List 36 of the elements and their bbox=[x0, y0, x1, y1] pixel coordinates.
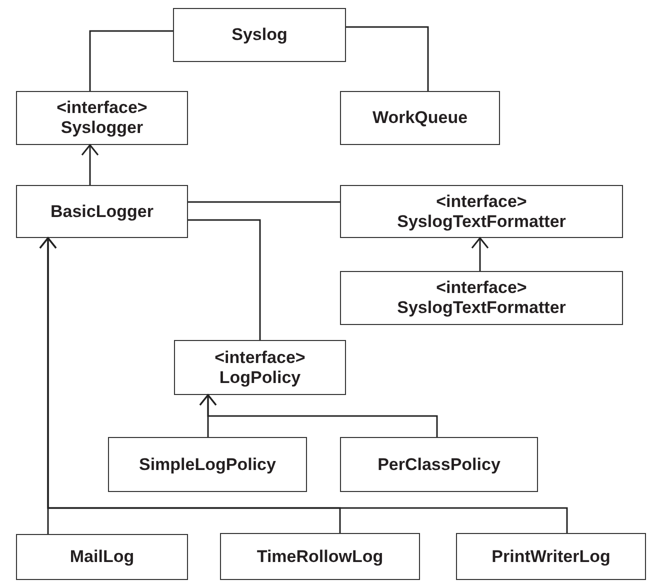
class-name: PrintWriterLog bbox=[492, 546, 610, 566]
class-box bbox=[174, 340, 346, 395]
stereotype-label: <interface> bbox=[214, 348, 306, 368]
class-box bbox=[340, 271, 623, 325]
inheritance-arrow bbox=[471, 237, 489, 271]
stereotype-label: <interface> bbox=[436, 278, 527, 298]
class-box bbox=[16, 534, 188, 580]
class-name: SimpleLogPolicy bbox=[139, 454, 276, 474]
class-box bbox=[456, 533, 646, 580]
inheritance-arrow bbox=[199, 394, 438, 437]
class-box bbox=[340, 437, 538, 492]
class-name: MailLog bbox=[70, 547, 134, 567]
class-name: Syslogger bbox=[60, 118, 144, 138]
class-name: SyslogTextFormatter bbox=[397, 212, 566, 232]
class-box bbox=[220, 533, 420, 580]
class-name: SyslogTextFormatter bbox=[397, 298, 566, 318]
class-box bbox=[108, 437, 307, 492]
stereotype-label: <interface> bbox=[436, 192, 527, 212]
association-line bbox=[89, 30, 173, 91]
class-name: PerClassPolicy bbox=[378, 454, 500, 474]
class-name: LogPolicy bbox=[219, 368, 301, 388]
class-box bbox=[340, 185, 623, 238]
class-name: TimeRollowLog bbox=[256, 546, 384, 566]
class-name: BasicLogger bbox=[50, 202, 154, 222]
class-name: WorkQueue bbox=[372, 108, 468, 128]
association-line bbox=[188, 219, 261, 340]
class-box bbox=[16, 91, 188, 145]
class-box bbox=[173, 8, 346, 62]
class-box bbox=[16, 185, 188, 238]
association-line bbox=[188, 201, 340, 203]
inheritance-arrow bbox=[81, 144, 99, 185]
class-box bbox=[340, 91, 500, 145]
class-name: Syslog bbox=[232, 25, 288, 45]
stereotype-label: <interface> bbox=[56, 98, 148, 118]
inheritance-arrow bbox=[39, 237, 568, 533]
association-line bbox=[346, 26, 429, 91]
